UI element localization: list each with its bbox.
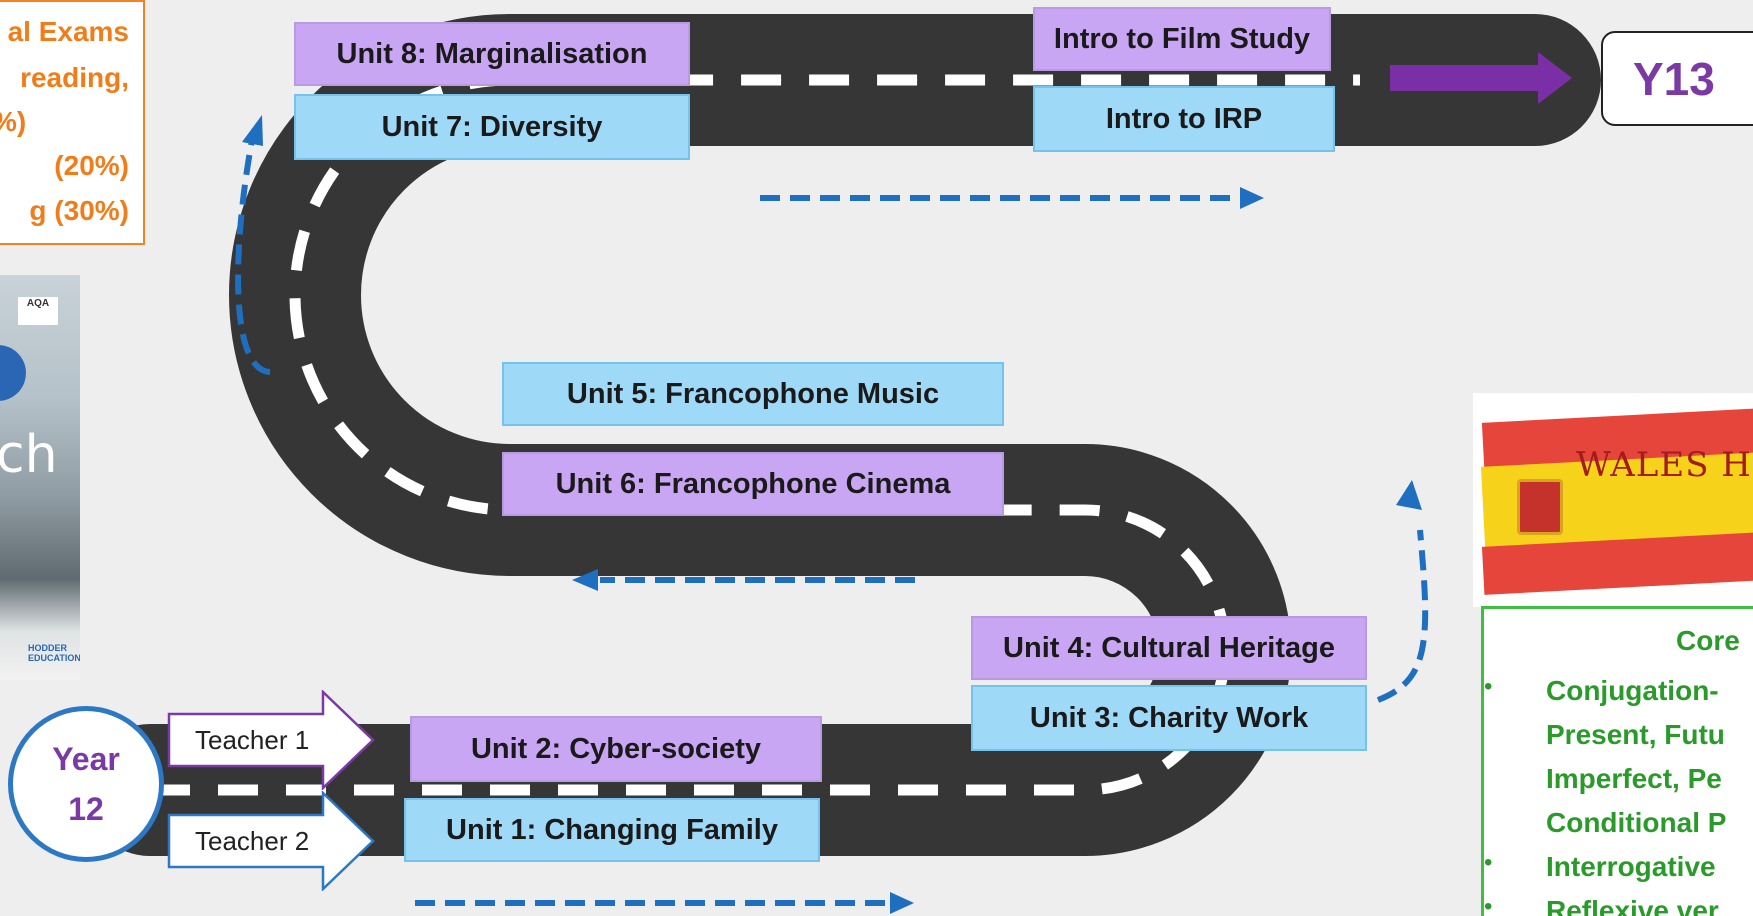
flow-arrow-right-up [1376,480,1429,703]
unit-8-label: Unit 8: Marginalisation [294,22,690,86]
road-surface [84,13,1601,856]
y13-box: Y13 [1601,31,1753,126]
aqa-badge: AQA [18,297,58,325]
flow-arrow-left-up [235,115,271,375]
bullet-icon: • [1484,673,1493,700]
exam-line-5: g (30%) [29,195,129,226]
school-flag-banner: WALES HIGH [1473,393,1753,607]
cover-circle-logo [0,345,26,401]
teacher-1-arrow: Teacher 1 [167,690,375,790]
core-line-4: Conditional P [1546,807,1727,838]
year-label: Year [52,741,120,777]
core-title: Core [1676,625,1740,656]
exam-line-1: al Exams [7,16,129,47]
exam-line-3: %) [0,106,27,137]
y13-arrow [1390,52,1572,104]
unit-2-label: Unit 2: Cyber-society [410,716,822,782]
unit-7-label: Unit 7: Diversity [294,94,690,160]
publisher-logo: HODDER EDUCATION [28,643,80,663]
bullet-icon: • [1484,849,1493,876]
cover-title-fragment: ch [0,425,58,485]
core-grammar-box: Core • Conjugation- Present, Futu Imperf… [1481,606,1753,916]
unit-1-label: Unit 1: Changing Family [404,798,820,862]
year-number: 12 [68,791,104,827]
core-line-2: Present, Futu [1546,719,1725,750]
core-line-5: Interrogative [1546,851,1716,882]
flow-arrow-bottom [415,892,914,914]
teacher-1-label: Teacher 1 [195,724,310,755]
core-line-3: Imperfect, Pe [1546,763,1722,794]
unit-4-label: Unit 4: Cultural Heritage [971,616,1367,680]
year-12-badge: Year 12 [8,706,164,862]
bullet-icon: • [1484,893,1493,916]
flow-arrow-top [760,187,1264,209]
intro-film-study-label: Intro to Film Study [1033,7,1331,71]
exam-weighting-box: al Exams reading, %) (20%) g (30%) [0,0,145,245]
unit-6-label: Unit 6: Francophone Cinema [502,452,1004,516]
school-name-text: WALES HIGH [1576,445,1753,485]
intro-irp-label: Intro to IRP [1033,86,1335,152]
unit-3-label: Unit 3: Charity Work [971,685,1367,751]
core-line-1: Conjugation- [1546,675,1719,706]
exam-line-2: reading, [20,62,129,93]
teacher-2-arrow: Teacher 2 [167,791,375,891]
teacher-2-label: Teacher 2 [195,825,310,856]
unit-5-label: Unit 5: Francophone Music [502,362,1004,426]
coat-of-arms-icon [1517,479,1563,535]
flow-arrow-middle-left [572,569,915,591]
exam-line-4: (20%) [54,150,129,181]
core-line-6: Reflexive ver [1546,895,1719,916]
textbook-cover-image: AQA ch HODDER EDUCATION [0,275,80,680]
